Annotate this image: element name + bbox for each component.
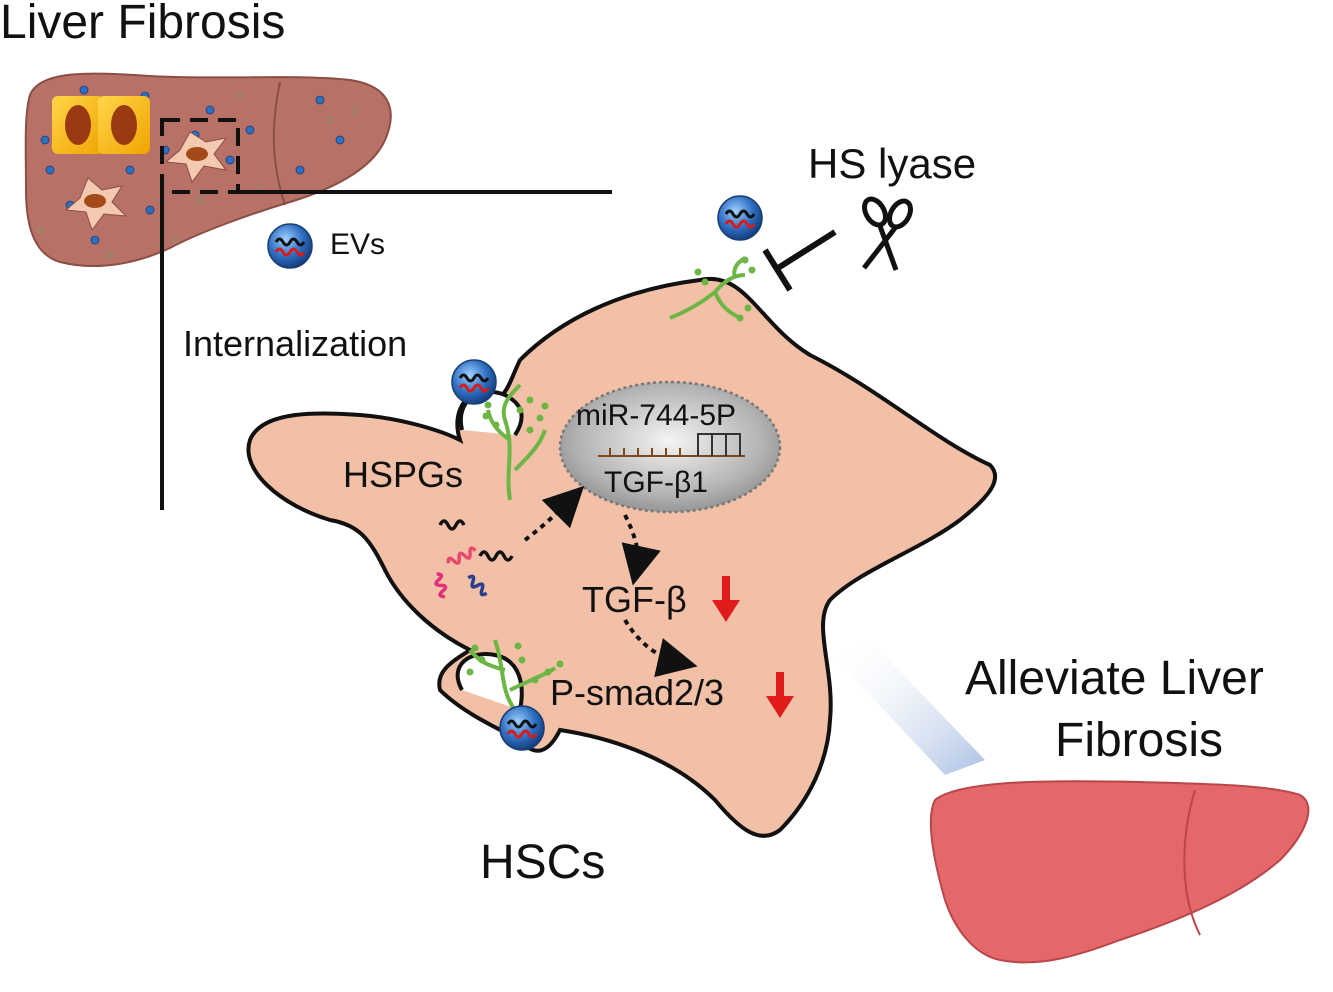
down-arrow-icon — [712, 576, 740, 622]
liver-fibrosis-title: Liver Fibrosis — [0, 0, 285, 49]
evs-label: EVs — [330, 228, 385, 261]
hspg-beads — [466, 256, 756, 684]
ev-legend-icon — [266, 222, 314, 270]
mirna-label: miR-744-5P — [576, 399, 736, 432]
zoom-box — [160, 118, 240, 194]
alleviate-label-line1: Alleviate Liver — [965, 652, 1264, 705]
mirna-target-binding — [598, 448, 745, 457]
ev-particle-internalizing — [450, 358, 498, 406]
ev-particle-top — [716, 194, 764, 242]
healthy-liver-illustration — [929, 780, 1310, 964]
hepatocyte-squares — [52, 96, 150, 154]
hs-lyase-label: HS lyase — [808, 140, 976, 187]
small-hsc-left — [64, 177, 128, 232]
tgf-beta-label: TGF-β — [582, 579, 687, 620]
hscs-label: HSCs — [480, 836, 605, 889]
nucleus — [558, 380, 782, 514]
small-hsc-box — [164, 131, 228, 184]
down-arrow-icon — [766, 672, 794, 718]
inhibit-icon — [762, 229, 837, 292]
internalization-label: Internalization — [183, 323, 407, 364]
fibrotic-liver-illustration — [24, 72, 392, 268]
arrow-mirna-to-nucleus — [523, 485, 585, 542]
tgf-beta1-label: TGF-β1 — [604, 466, 708, 499]
ev-particle-bottom — [498, 704, 546, 752]
scissors-icon — [862, 196, 913, 271]
psmad-label: P-smad2/3 — [550, 672, 724, 713]
alleviate-label-line2: Fibrosis — [1055, 714, 1223, 767]
outcome-beam — [835, 640, 985, 775]
released-mirna — [434, 519, 514, 599]
hspgs-label: HSPGs — [343, 454, 463, 495]
arrow-tgfb-to-psmad — [623, 618, 698, 678]
